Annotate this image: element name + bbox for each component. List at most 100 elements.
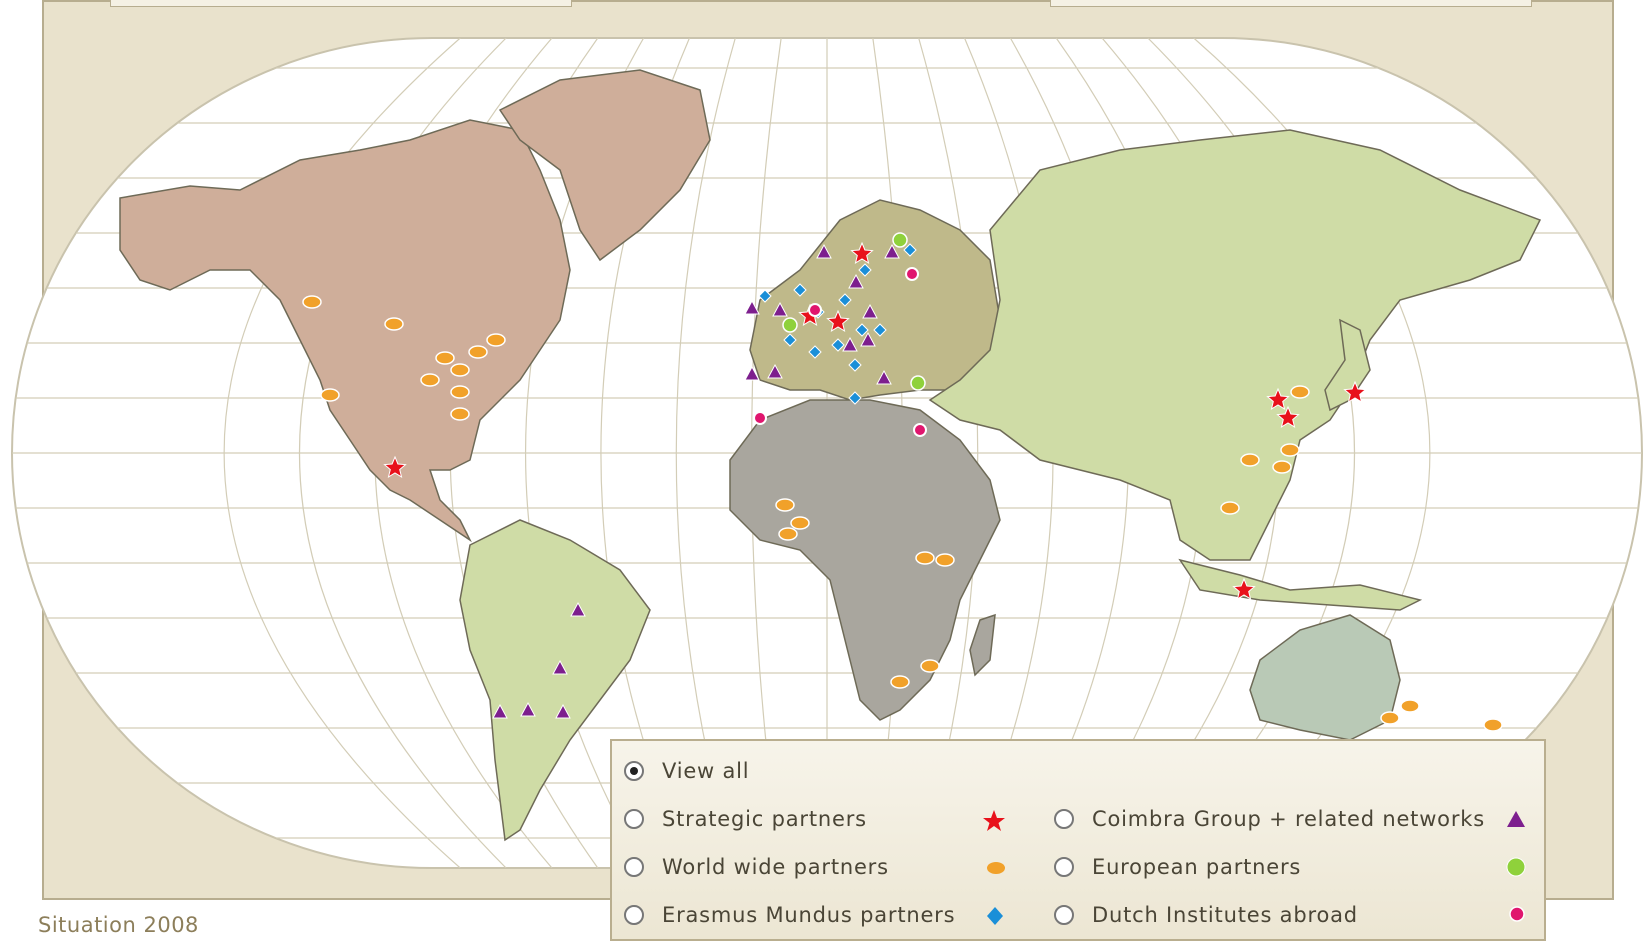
legend-strategic-partners[interactable]: Strategic partners [624,801,867,837]
red-star-icon [983,810,1005,831]
world-wide-partner-marker[interactable] [1400,699,1420,713]
madagascar[interactable] [969,613,996,677]
coimbra-group-marker[interactable] [767,363,783,379]
european-partners-label: European partners [1092,855,1302,879]
world-wide-partner-marker[interactable] [920,659,940,673]
coimbra-group-marker[interactable] [862,303,878,319]
world-wide-partner-marker[interactable] [775,498,795,512]
world-wide-partner-marker[interactable] [1280,443,1300,457]
indonesia[interactable] [1178,558,1423,611]
world-wide-partner-marker[interactable] [935,553,955,567]
coimbra-group-marker[interactable] [876,369,892,385]
world-wide-partners-radio[interactable] [624,857,644,877]
strategic-partner-marker[interactable] [1232,577,1256,600]
greenland[interactable] [498,69,711,262]
strategic-partner-marker[interactable] [1266,387,1290,410]
european-partner-marker[interactable] [892,232,908,248]
coimbra-group-marker[interactable] [816,243,832,259]
erasmus-mundus-marker[interactable] [808,345,822,359]
legend-view-all[interactable]: View all [624,753,749,789]
blue-diamond-icon [987,907,1003,925]
world-wide-partner-marker[interactable] [468,345,488,359]
world-wide-partner-marker[interactable] [384,317,404,331]
european-partner-marker[interactable] [782,317,798,333]
erasmus-mundus-marker[interactable] [838,293,852,307]
coimbra-group-marker[interactable] [860,331,876,347]
legend-coimbra-group[interactable]: Coimbra Group + related networks [1054,801,1485,837]
world-wide-partner-marker[interactable] [302,295,322,309]
erasmus-mundus-marker[interactable] [758,289,772,303]
world-wide-partner-marker[interactable] [1220,501,1240,515]
coimbra-group-marker[interactable] [884,243,900,259]
world-wide-partner-marker[interactable] [915,551,935,565]
world-wide-partner-marker[interactable] [486,333,506,347]
strategic-partner-marker[interactable] [1276,405,1300,428]
dutch-institutes-abroad-radio[interactable] [1054,905,1074,925]
legend-erasmus-mundus-partners[interactable]: Erasmus Mundus partners [624,897,955,933]
south-america[interactable] [459,519,651,842]
world-wide-partner-marker[interactable] [890,675,910,689]
view-all-label: View all [662,759,750,783]
strategic-partner-marker[interactable] [826,309,850,332]
legend-world-wide-partners[interactable]: World wide partners [624,849,889,885]
japan[interactable] [1324,318,1371,412]
world-wide-partner-marker[interactable] [435,351,455,365]
top-tab-left [110,0,572,7]
world-wide-partner-marker[interactable] [778,527,798,541]
coimbra-group-marker[interactable] [744,365,760,381]
erasmus-mundus-marker[interactable] [831,338,845,352]
strategic-partner-marker[interactable] [1343,380,1367,403]
erasmus-mundus-marker[interactable] [903,243,917,257]
coimbra-group-marker[interactable] [552,659,568,675]
view-all-radio[interactable] [624,761,644,781]
world-wide-partner-marker[interactable] [1290,385,1310,399]
coimbra-group-marker[interactable] [555,703,571,719]
european-partners-radio[interactable] [1054,857,1074,877]
strategic-partner-marker[interactable] [850,241,874,264]
erasmus-mundus-marker[interactable] [848,358,862,372]
erasmus-mundus-marker[interactable] [858,263,872,277]
world-wide-partner-marker[interactable] [320,388,340,402]
coimbra-group-marker[interactable] [520,701,536,717]
purple-triangle-icon [1507,811,1525,827]
top-tab-right [1050,0,1532,7]
dutch-institute-marker[interactable] [808,303,822,317]
coimbra-group-marker[interactable] [842,336,858,352]
dutch-institute-marker[interactable] [913,423,927,437]
world-wide-partner-marker[interactable] [450,407,470,421]
dutch-institute-marker[interactable] [905,267,919,281]
coimbra-group-marker[interactable] [570,601,586,617]
strategic-partners-radio[interactable] [624,809,644,829]
erasmus-mundus-marker[interactable] [855,323,869,337]
world-wide-partner-marker[interactable] [450,363,470,377]
dutch-institute-marker[interactable] [753,411,767,425]
world-wide-partner-marker[interactable] [790,516,810,530]
legend-dutch-institutes-abroad[interactable]: Dutch Institutes abroad [1054,897,1358,933]
coimbra-group-marker[interactable] [744,299,760,315]
asia[interactable] [928,129,1542,561]
green-circle-icon [1506,857,1526,877]
erasmus-mundus-partners-label: Erasmus Mundus partners [662,903,956,927]
coimbra-group-marker[interactable] [492,703,508,719]
coimbra-group-marker[interactable] [772,301,788,317]
world-wide-partner-marker[interactable] [1272,460,1292,474]
erasmus-mundus-partners-radio[interactable] [624,905,644,925]
erasmus-mundus-marker[interactable] [793,283,807,297]
erasmus-mundus-marker[interactable] [873,323,887,337]
world-wide-partner-marker[interactable] [1240,453,1260,467]
erasmus-mundus-marker[interactable] [848,391,862,405]
legend-european-partners[interactable]: European partners [1054,849,1301,885]
coimbra-group-marker[interactable] [848,273,864,289]
erasmus-mundus-marker[interactable] [783,333,797,347]
world-wide-partner-marker[interactable] [450,385,470,399]
world-wide-partner-marker[interactable] [420,373,440,387]
coimbra-group-radio[interactable] [1054,809,1074,829]
africa[interactable] [729,399,1001,721]
european-partner-marker[interactable] [910,375,926,391]
strategic-partner-marker[interactable] [383,455,407,478]
pink-circle-icon [1509,906,1525,922]
world-wide-partner-marker[interactable] [1483,718,1503,732]
situation-caption: Situation 2008 [38,913,199,937]
north-america[interactable] [119,119,571,543]
world-wide-partner-marker[interactable] [1380,711,1400,725]
